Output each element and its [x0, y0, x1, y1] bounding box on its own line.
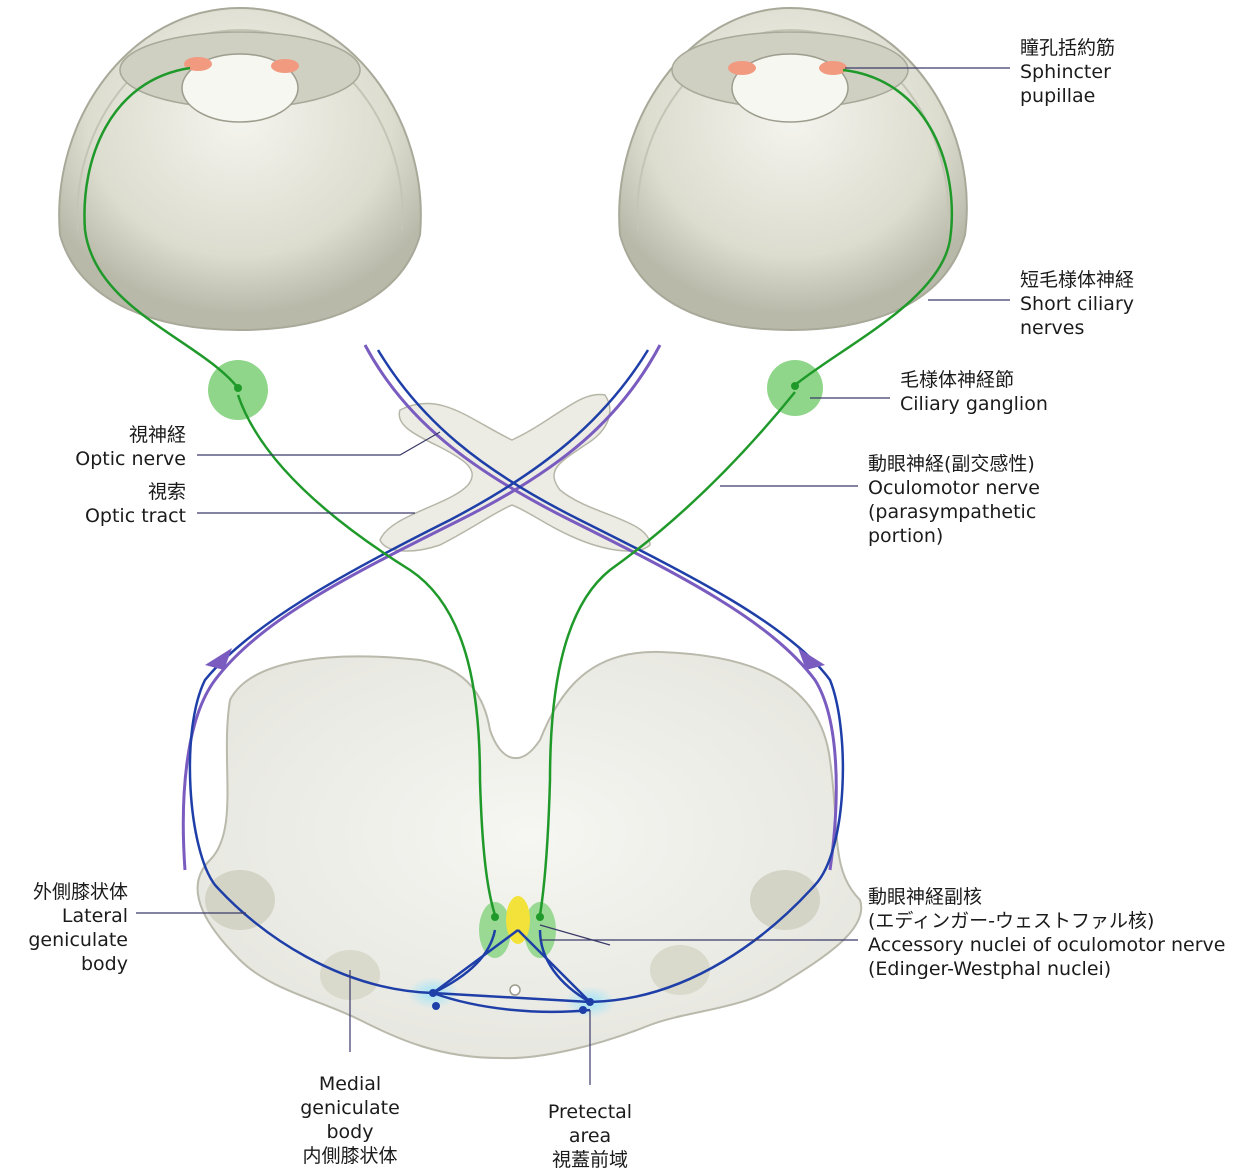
- lateral-geniculate-jp: 外側膝状体: [6, 880, 128, 904]
- label-optic-nerve: 視神経 Optic nerve: [40, 423, 186, 471]
- optic-nerve-jp: 視神経: [40, 423, 186, 447]
- short-ciliary-en1: Short ciliary: [1020, 292, 1134, 316]
- oculomotor-en3: portion): [868, 524, 1040, 548]
- lateral-geniculate-en1: Lateral: [6, 904, 128, 928]
- oculomotor-jp: 動眼神経(副交感性): [868, 452, 1040, 476]
- lateral-geniculate-left: [205, 870, 275, 930]
- label-ciliary-ganglion: 毛様体神経節 Ciliary ganglion: [900, 368, 1048, 416]
- medial-geniculate-en1: Medial: [290, 1072, 410, 1096]
- sphincter-en1: Sphincter: [1020, 60, 1115, 84]
- medial-geniculate-right: [650, 945, 710, 995]
- pretectal-en1: Pretectal: [530, 1100, 650, 1124]
- pretectal-jp: 視蓋前域: [530, 1148, 650, 1172]
- ciliary-ganglion-en1: Ciliary ganglion: [900, 392, 1048, 416]
- oculomotor-en1: Oculomotor nerve: [868, 476, 1040, 500]
- short-ciliary-jp: 短毛様体神経: [1020, 268, 1134, 292]
- optic-nerve-en1: Optic nerve: [40, 447, 186, 471]
- midbrain-section: [198, 652, 862, 1058]
- accessory-nuclei-en1: Accessory nuclei of oculomotor nerve: [868, 933, 1225, 957]
- medial-geniculate-jp: 内側膝状体: [290, 1144, 410, 1168]
- ciliary-ganglion-jp: 毛様体神経節: [900, 368, 1048, 392]
- pretectal-en2: area: [530, 1124, 650, 1148]
- oculomotor-en2: (parasympathetic: [868, 500, 1040, 524]
- medial-geniculate-en2: geniculate: [290, 1096, 410, 1120]
- optic-tract-jp: 視索: [40, 480, 186, 504]
- accessory-nuclei-jp: 動眼神経副核: [868, 885, 1225, 909]
- sphincter-right-b: [819, 61, 847, 75]
- lateral-geniculate-en3: body: [6, 952, 128, 976]
- lateral-geniculate-right: [750, 870, 820, 930]
- label-accessory-nuclei: 動眼神経副核 (エディンガー-ウェストファル核) Accessory nucle…: [868, 885, 1225, 981]
- label-medial-geniculate: Medial geniculate body 内側膝状体: [290, 1072, 410, 1168]
- label-sphincter-pupillae: 瞳孔括約筋 Sphincter pupillae: [1020, 36, 1115, 108]
- sphincter-right-a: [728, 61, 756, 75]
- label-lateral-geniculate: 外側膝状体 Lateral geniculate body: [6, 880, 128, 976]
- short-ciliary-en2: nerves: [1020, 316, 1134, 340]
- right-eyeball: [619, 8, 967, 330]
- accessory-nuclei-jp2: (エディンガー-ウェストファル核): [868, 909, 1225, 933]
- label-optic-tract: 視索 Optic tract: [40, 480, 186, 528]
- sphincter-jp: 瞳孔括約筋: [1020, 36, 1115, 60]
- medial-geniculate-en3: body: [290, 1120, 410, 1144]
- label-short-ciliary-nerves: 短毛様体神経 Short ciliary nerves: [1020, 268, 1134, 340]
- sphincter-en2: pupillae: [1020, 84, 1115, 108]
- left-eyeball: [59, 8, 421, 330]
- optic-tract-en1: Optic tract: [40, 504, 186, 528]
- label-oculomotor-nerve: 動眼神経(副交感性) Oculomotor nerve (parasympath…: [868, 452, 1040, 548]
- label-pretectal-area: Pretectal area 視蓋前域: [530, 1100, 650, 1172]
- lateral-geniculate-en2: geniculate: [6, 928, 128, 952]
- accessory-nuclei-en2: (Edinger-Westphal nuclei): [868, 957, 1225, 981]
- sphincter-left-b: [271, 59, 299, 73]
